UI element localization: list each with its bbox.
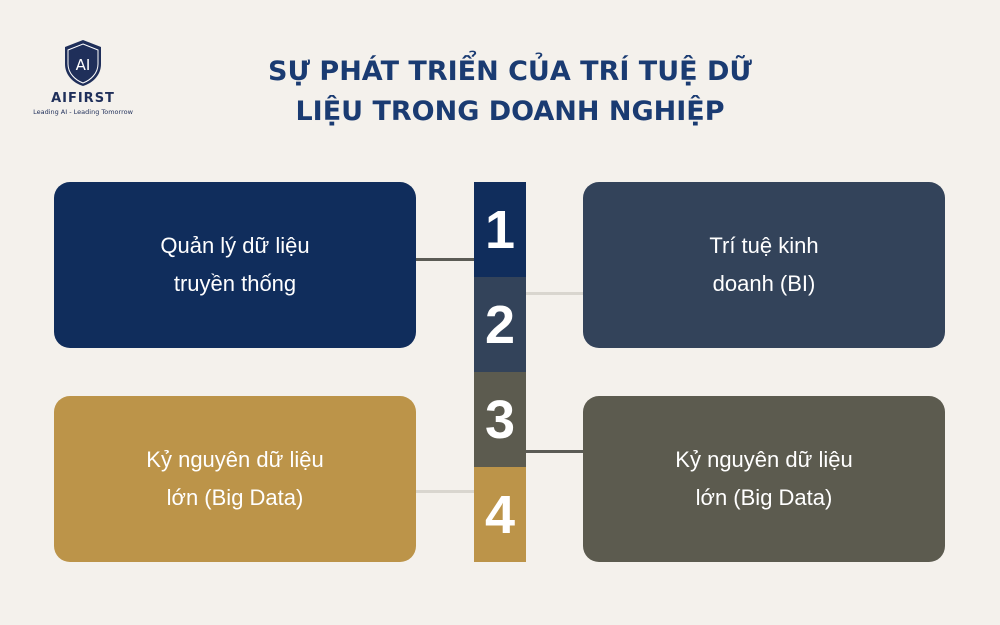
step-number-1: 1 xyxy=(474,182,526,277)
connector-2 xyxy=(526,292,584,295)
step-number-3: 3 xyxy=(474,372,526,467)
step-card-4: Kỷ nguyên dữ liệu lớn (Big Data) xyxy=(54,396,416,562)
connector-3 xyxy=(526,450,584,453)
title-line-2: LIỆU TRONG DOANH NGHIỆP xyxy=(295,96,725,127)
title-line-1: SỰ PHÁT TRIỂN CỦA TRÍ TUỆ DỮ xyxy=(268,56,752,87)
step-number-column: 1 2 3 4 xyxy=(474,182,526,562)
connector-1 xyxy=(415,258,475,261)
logo-tagline: Leading AI - Leading Tomorrow xyxy=(33,108,133,116)
logo: AI AIFIRST Leading AI - Leading Tomorrow xyxy=(28,38,138,116)
connector-4 xyxy=(415,490,475,493)
step-card-1: Quản lý dữ liệu truyền thống xyxy=(54,182,416,348)
step-number-4: 4 xyxy=(474,467,526,562)
logo-mark: AI xyxy=(76,56,91,74)
logo-name: AIFIRST xyxy=(51,91,115,106)
step-card-3: Kỷ nguyên dữ liệu lớn (Big Data) xyxy=(583,396,945,562)
step-card-2: Trí tuệ kinh doanh (BI) xyxy=(583,182,945,348)
step-label-1: Quản lý dữ liệu truyền thống xyxy=(160,233,310,296)
page-title: SỰ PHÁT TRIỂN CỦA TRÍ TUỆ DỮ LIỆU TRONG … xyxy=(230,52,790,132)
step-label-4: Kỷ nguyên dữ liệu lớn (Big Data) xyxy=(146,447,324,510)
step-label-2: Trí tuệ kinh doanh (BI) xyxy=(709,233,819,296)
step-number-2: 2 xyxy=(474,277,526,372)
shield-icon: AI xyxy=(65,40,101,86)
step-label-3: Kỷ nguyên dữ liệu lớn (Big Data) xyxy=(675,447,853,510)
